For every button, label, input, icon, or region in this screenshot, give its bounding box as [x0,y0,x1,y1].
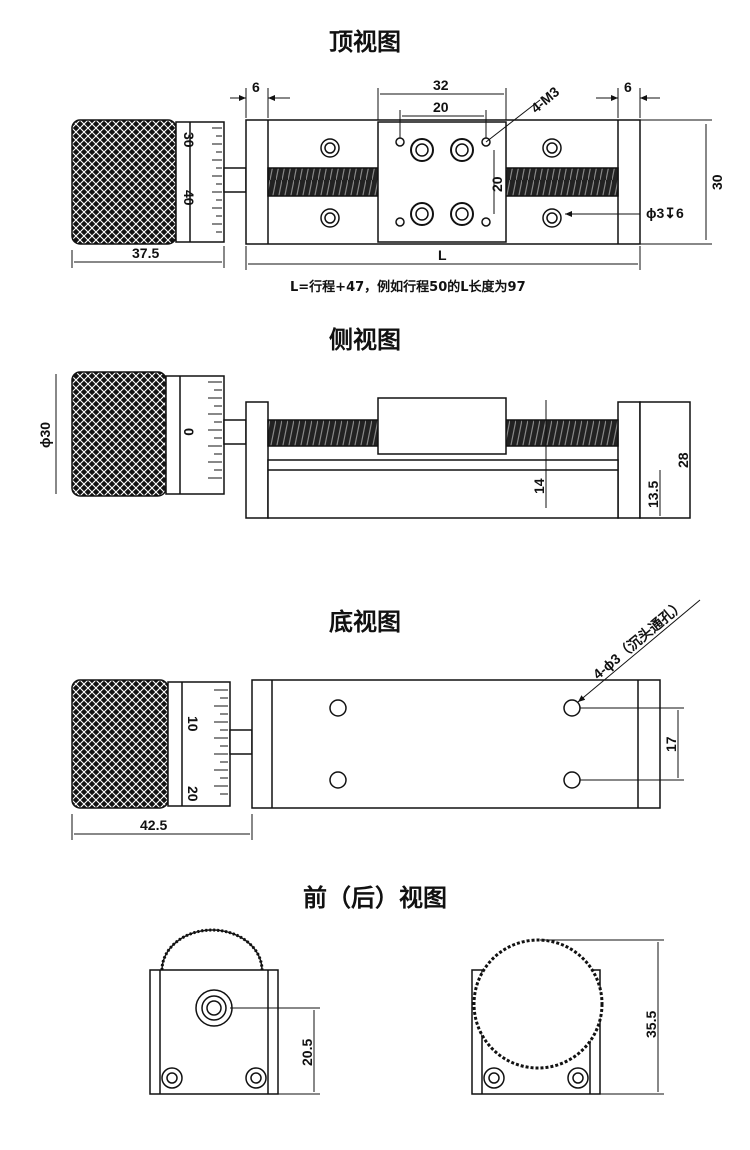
length-note: L=行程+47，例如行程50的L长度为97 [290,280,526,295]
scale-mark-20: 20 [185,786,201,802]
front-view-dimensions [230,939,664,1095]
dim-phi30: ϕ30 [37,422,53,448]
dim-35-5: 35.5 [643,1011,659,1038]
dim-37-5: 37.5 [132,245,159,261]
side-view-dimensions [55,374,691,516]
front-view-left-drawing [149,928,279,1095]
side-view-drawing [71,371,691,519]
label-hole-depth: ϕ3↧6 [646,205,684,221]
bottom-view-drawing [71,679,661,809]
dim-42-5: 42.5 [140,817,167,833]
front-view-title: 前（后）视图 [303,884,447,912]
scale-mark-30: 30 [181,132,197,148]
scale-mark-40: 40 [181,190,197,206]
dim-30-height: 30 [709,174,725,190]
bottom-view-dimensions [71,599,701,840]
scale-ticks [208,127,228,795]
dim-20-horizontal: 20 [433,99,449,115]
dim-20-5: 20.5 [299,1039,315,1066]
top-view-title: 顶视图 [329,28,401,56]
micrometer-scale [175,121,225,243]
dim-32: 32 [433,77,449,93]
dim-6-right: 6 [624,79,632,95]
knob-knurl [71,119,177,245]
side-view-title: 侧视图 [329,326,401,354]
dim-28: 28 [675,452,691,468]
scale-mark-0: 0 [181,428,197,436]
slider-block [377,121,507,243]
dim-6-left: 6 [252,79,260,95]
dim-14: 14 [531,478,547,494]
scale-mark-10: 10 [185,716,201,732]
label-4-m3: 4-M3 [528,83,563,116]
dim-13-5: 13.5 [645,481,661,508]
bottom-view-title: 底视图 [329,608,401,636]
label-countersunk-holes: 4-ϕ3（沉头通孔） [590,596,688,682]
dim-L: L [438,247,447,263]
front-view-right-drawing [471,938,604,1095]
dim-17: 17 [663,736,679,752]
dim-20-vertical: 20 [489,176,505,192]
top-view-drawing [71,119,641,245]
top-view-dimensions [71,88,712,270]
